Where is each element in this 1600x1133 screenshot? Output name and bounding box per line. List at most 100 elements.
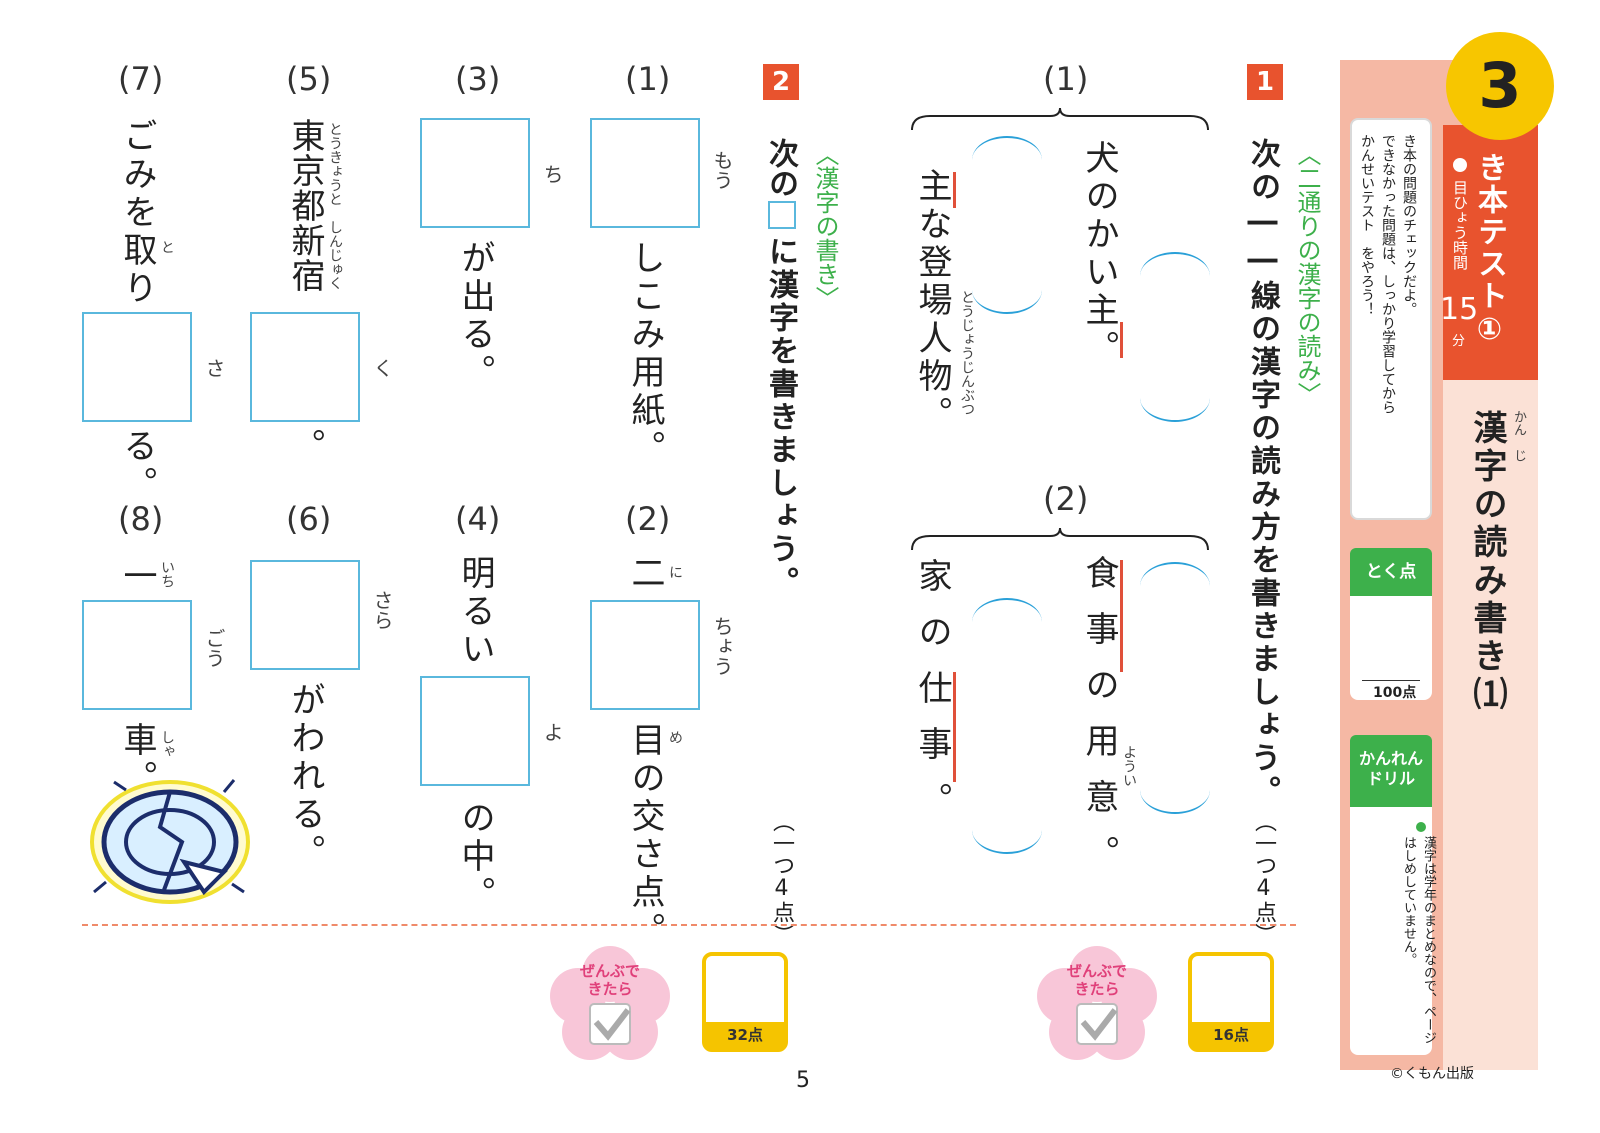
s2-problem-1-label: (1) [625,60,671,98]
s1-score-box[interactable]: 16点 [1188,952,1274,1052]
s2-problem-3-label: (3) [455,60,501,98]
s1-problem-2-underline-a [1120,560,1123,672]
s1-problem-1-answer-a-bottom[interactable] [1140,398,1210,422]
s1-problem-2-answer-a-top[interactable] [1140,562,1210,586]
s2-problem-1-hint: もう [710,150,734,190]
dashed-separator [82,924,1296,926]
drill-label: かんれんドリル [1350,735,1432,807]
s2-problem-1-answer-box[interactable] [590,118,700,228]
s2-problem-8-pre: 一 [117,558,157,596]
s2-problem-5-pre: 東京都新宿 [285,118,325,293]
s2-problem-1-text: しこみ用紙。 [625,240,665,468]
clock-icon [1453,158,1467,172]
s1-problem-1-underline-a [1120,322,1123,358]
s2-problem-4-pre: 明るい [455,555,495,669]
s2-problem-7-pre-ruby: と [159,240,175,254]
drill-note: 漢字は学年のまとめなので、ページはしめしていません。 [1401,836,1436,1044]
s2-problem-4-label: (4) [455,500,501,538]
s2-problem-8-label: (8) [118,500,164,538]
target-time-unit: 分 [1452,334,1466,349]
s1-problem-1-answer-a-top[interactable] [1140,252,1210,276]
s2-problem-6-text: がわれる。 [285,682,325,872]
s2-problem-7-hint: さ [202,358,226,378]
s2-problem-7-text: る。 [117,428,157,504]
s1-problem-2-line-a: 食事の用意。 [1079,555,1119,891]
s2-problem-7-pre: ごみを取り [117,118,157,308]
s2-problem-5-answer-box[interactable] [250,312,360,422]
section1-category: 〈二通りの漢字の読み〉 [1293,142,1321,406]
s2-problem-5-label: (5) [286,60,332,98]
s2-problem-7-answer-box[interactable] [82,312,192,422]
s2-score-box[interactable]: 32点 [702,952,788,1052]
s2-problem-2-text-ruby: め [667,730,683,744]
score-box[interactable] [1350,596,1432,700]
s1-problem-2-answer-a-bottom[interactable] [1140,790,1210,814]
s2-problem-8-text-ruby: しゃ [159,730,175,758]
section2-instruction-post: に漢字を書きましょう。 [763,236,798,599]
copyright: ©くもん出版 [1390,1066,1474,1082]
section1-number: 1 [1247,64,1283,100]
s1-problem-1-ruby-b: とうじょうじんぶつ [959,290,975,416]
target-time-label: 目ひょう時間 [1451,180,1469,270]
s2-problem-4-text: の中。 [455,800,495,914]
s1-problem-2-answer-b-top[interactable] [972,598,1042,622]
s2-problem-4-answer-box[interactable] [420,676,530,786]
s2-problem-4-hint: よ [540,722,564,742]
test-number: 3 [1478,49,1522,122]
s2-problem-5-hint: く [370,358,394,378]
s2-problem-2-pre: 二 [625,555,665,593]
s1-problem-2-answer-b-bottom[interactable] [972,830,1042,854]
drill-label-text: かんれんドリル [1358,749,1423,788]
s2-problem-3-text: が出る。 [455,240,495,392]
s2-problem-2-pre-ruby: に [667,565,683,579]
section2-instruction-pre: 次の [763,138,798,198]
s2-sakura-check-icon [550,946,670,1060]
s2-problem-8-answer-box[interactable] [82,600,192,710]
s1-problem-2-underline-b [953,672,956,782]
s1-problem-2-ruby-a: ようい [1121,745,1137,787]
test-title: き本テスト① [1472,152,1507,349]
s1-sakura-check-icon [1037,946,1157,1060]
s2-problem-6-label: (6) [286,500,332,538]
note-line-2: できなかった問題は、しっかり学習してから [1380,134,1396,414]
s2-problem-2-answer-box[interactable] [590,600,700,710]
unit-title-ruby: かん じ [1511,410,1526,462]
s2-problem-8-pre-ruby: いち [159,560,175,588]
unit-title: 漢字の読み書き⑴ [1467,410,1507,714]
s1-problem-1-line-b: 主な登場人物。 [912,168,952,434]
s2-problem-8-hint: ごう [202,628,226,668]
s2-problem-3-hint: ち [540,164,564,184]
s2-problem-6-answer-box[interactable] [250,560,360,670]
drill-box [1350,807,1432,1055]
broken-plate-illustration [90,779,250,904]
green-bullet-icon [1416,822,1426,832]
s2-problem-2-label: (2) [625,500,671,538]
s1-problem-2-brace [911,528,1209,551]
section1-instruction: 次の――線の漢字の読み方を書きましょう。 [1245,138,1280,808]
section2-points: （一つ4点） [769,810,794,945]
s2-problem-2-hint: ちょう [710,616,734,676]
s1-problem-1-underline-b [953,172,956,208]
s1-problem-1-brace [911,108,1209,131]
page-number: 5 [796,1068,810,1093]
s1-sakura-text: ぜんぶできたら [1066,962,1127,998]
s1-problem-2-label: (2) [1043,480,1089,518]
s1-problem-1-answer-b-top[interactable] [972,136,1042,160]
s2-score-value: 32点 [706,1022,784,1048]
note-line-3: かんせいテスト をやろう！ [1359,134,1375,316]
target-time-value: 15 [1440,292,1479,327]
s1-problem-1-answer-b-bottom[interactable] [972,290,1042,314]
s2-problem-2-text: 目の交さ点。 [625,722,665,950]
s1-problem-2-line-b: 家の仕事。 [912,558,952,838]
s2-problem-5-text: 。 [285,428,325,466]
section2-category: 〈漢字の書き〉 [811,142,839,310]
section1-points: （一つ4点） [1251,810,1276,945]
s2-problem-3-answer-box[interactable] [420,118,530,228]
s2-problem-5-pre-ruby: とうきょうと しんじゅく [327,122,343,290]
s2-problem-6-hint: さら [370,590,394,630]
test-number-badge: 3 [1446,32,1554,140]
score-divider [1362,680,1420,681]
note-line-1: き本の問題のチェックだよ。 [1401,134,1417,316]
unit-title-panel [1443,380,1538,1070]
note-box [1350,118,1432,520]
